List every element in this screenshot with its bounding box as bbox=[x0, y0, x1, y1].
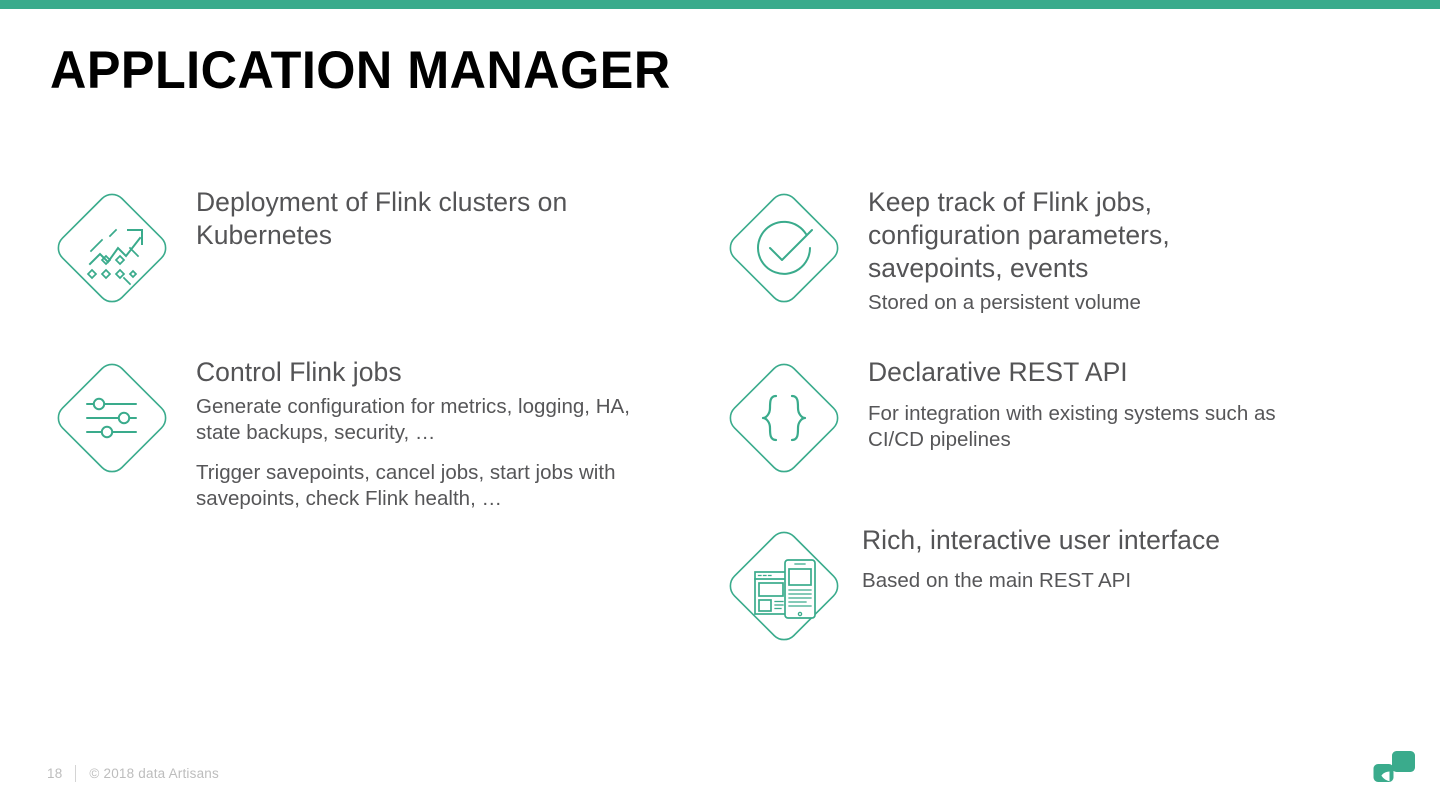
feature-rich-ui-text: Rich, interactive user interface Based o… bbox=[862, 524, 1342, 594]
feature-rich-ui: Rich, interactive user interface Based o… bbox=[722, 524, 1422, 654]
data-artisans-logo bbox=[1370, 748, 1418, 790]
feature-subtext: Generate configuration for metrics, logg… bbox=[196, 394, 630, 444]
feature-heading: Declarative REST API bbox=[868, 357, 1128, 387]
curly-braces-icon bbox=[722, 356, 846, 480]
feature-rest-api: Declarative REST API For integration wit… bbox=[722, 356, 1422, 486]
feature-deployment: Deployment of Flink clusters on Kubernet… bbox=[50, 186, 690, 316]
footer: 18 © 2018 data Artisans bbox=[47, 764, 219, 782]
devices-ui-icon bbox=[722, 524, 846, 648]
page-number: 18 bbox=[47, 765, 63, 781]
feature-keep-track-text: Keep track of Flink jobs, configuration … bbox=[868, 186, 1288, 316]
feature-heading: Deployment of Flink clusters on Kubernet… bbox=[196, 187, 568, 250]
feature-heading: Keep track of Flink jobs, configuration … bbox=[868, 187, 1170, 283]
feature-keep-track: Keep track of Flink jobs, configuration … bbox=[722, 186, 1422, 326]
feature-control-jobs-text: Control Flink jobs Generate configuratio… bbox=[196, 356, 666, 512]
page-title: APPLICATION MANAGER bbox=[50, 41, 671, 100]
feature-subtext: Stored on a persistent volume bbox=[868, 290, 1141, 314]
sliders-icon bbox=[50, 356, 174, 480]
feature-subtext: Based on the main REST API bbox=[862, 568, 1132, 592]
feature-heading: Rich, interactive user interface bbox=[862, 525, 1221, 555]
check-circle-icon bbox=[722, 186, 846, 310]
top-accent-bar bbox=[0, 0, 1440, 9]
feature-control-jobs: Control Flink jobs Generate configuratio… bbox=[50, 356, 690, 566]
feature-heading: Control Flink jobs bbox=[196, 357, 402, 387]
copyright-text: © 2018 data Artisans bbox=[89, 765, 219, 781]
feature-deployment-text: Deployment of Flink clusters on Kubernet… bbox=[196, 186, 676, 252]
footer-divider bbox=[75, 764, 77, 782]
feature-subtext: For integration with existing systems su… bbox=[868, 401, 1276, 451]
deployment-arrow-icon bbox=[50, 186, 174, 310]
feature-rest-api-text: Declarative REST API For integration wit… bbox=[868, 356, 1288, 453]
feature-subtext: Trigger savepoints, cancel jobs, start j… bbox=[196, 460, 616, 510]
